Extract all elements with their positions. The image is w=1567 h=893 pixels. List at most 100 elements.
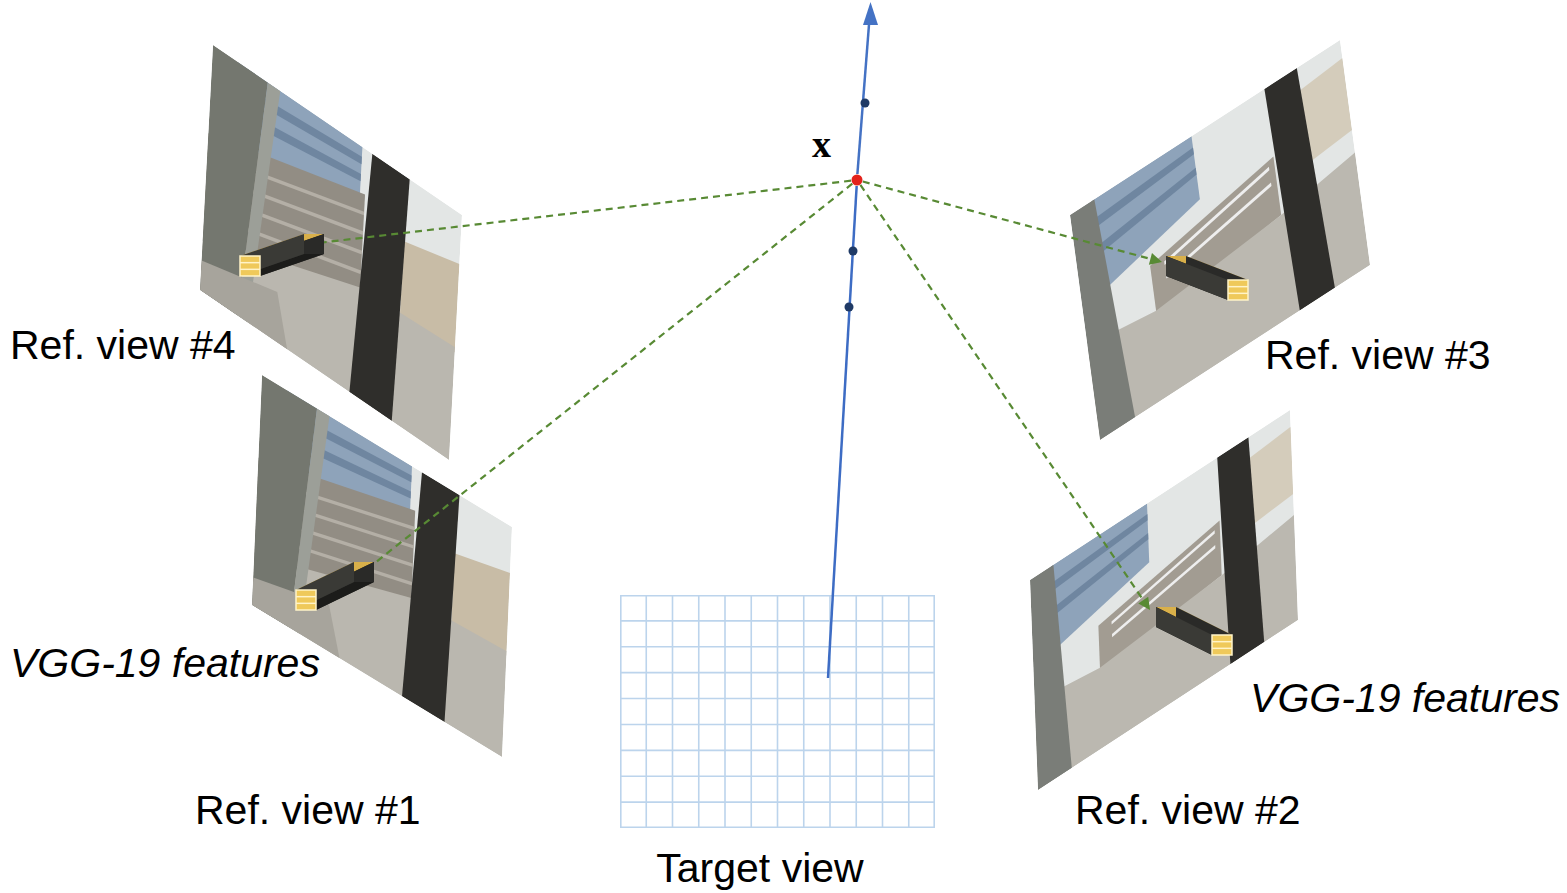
- prism-stripe: [1228, 286, 1248, 288]
- grid-line: [620, 724, 935, 726]
- grid-line: [620, 826, 935, 828]
- view-label: Target view: [656, 846, 863, 891]
- view-image: [200, 45, 462, 460]
- prism-face: [1166, 256, 1186, 276]
- prism-face: [1156, 607, 1176, 627]
- grid-line: [620, 672, 935, 674]
- grid-line: [750, 595, 752, 828]
- prism-front: [240, 256, 260, 276]
- prism-stripe: [1212, 641, 1232, 643]
- photo-region: [1070, 192, 1135, 440]
- label-anchor: VGG-19 features: [1250, 676, 1560, 721]
- point-marker: [851, 174, 863, 186]
- prism-face: [1156, 627, 1232, 655]
- grid-line: [620, 646, 935, 648]
- reference-view-image: Ref. view #1: [252, 375, 512, 757]
- reference-view-image: Ref. view #3: [1070, 40, 1370, 440]
- grid-line: [882, 595, 884, 828]
- sample-dot: [849, 247, 858, 256]
- view-label: Ref. view #3: [1265, 333, 1491, 378]
- photo-region: [1264, 63, 1335, 314]
- label-anchor: Ref. view #3: [1265, 333, 1491, 378]
- grid-line: [829, 595, 831, 828]
- prism-face: [260, 234, 324, 276]
- grid-line: [777, 595, 779, 828]
- grid-line: [620, 775, 935, 777]
- photo-region: [1034, 515, 1298, 790]
- prism-face: [240, 254, 324, 276]
- photo-region: [252, 375, 512, 757]
- prism-stripe: [240, 269, 260, 271]
- photo-region: [1249, 427, 1293, 526]
- prism-front: [296, 590, 316, 610]
- grid-line: [620, 801, 935, 803]
- label-anchor: x: [812, 124, 831, 166]
- view-label: Ref. view #4: [10, 323, 236, 368]
- grid-line: [698, 595, 700, 828]
- prism-face: [240, 234, 324, 256]
- grid-line: [620, 595, 935, 597]
- label-anchor: Ref. view #2: [1075, 788, 1301, 833]
- prism-face: [304, 234, 324, 254]
- prism-front: [1212, 635, 1232, 655]
- label-anchor: Ref. view #1: [195, 788, 421, 833]
- prism-face: [240, 234, 304, 276]
- prism-face: [1166, 256, 1228, 300]
- prism-face: [1186, 256, 1248, 300]
- photo-scene: [200, 45, 462, 460]
- feature-prism: [1156, 607, 1232, 655]
- sample-dot: [861, 99, 870, 108]
- grid-ground: [620, 595, 935, 828]
- prism-face: [1156, 607, 1232, 635]
- view-image: [1070, 40, 1370, 440]
- projection-line: [318, 181, 851, 243]
- prism-face: [1176, 607, 1232, 655]
- prism-stripe: [240, 262, 260, 264]
- feature-prism: [1166, 256, 1248, 300]
- reference-view-image: Ref. view #4: [200, 45, 462, 460]
- grid-line: [620, 620, 935, 622]
- prism-face: [316, 562, 374, 610]
- projection-line: [366, 184, 852, 570]
- prism-stripe: [1212, 648, 1232, 650]
- point-label: x: [812, 124, 831, 166]
- feature-prism: [240, 234, 324, 276]
- feature-label: VGG-19 features: [1250, 676, 1560, 721]
- prism-face: [354, 562, 374, 582]
- grid-line: [803, 595, 805, 828]
- photo-region: [1051, 514, 1148, 592]
- grid-line: [620, 750, 935, 752]
- grid-line: [645, 595, 647, 828]
- grid-line: [620, 595, 622, 828]
- photo-scene: [1030, 410, 1298, 790]
- photo-region: [402, 466, 460, 725]
- projection-line: [863, 182, 1162, 262]
- projection-line: [828, 186, 857, 678]
- prism-face: [1166, 276, 1248, 300]
- photo-scene: [252, 375, 512, 757]
- photo-region: [1070, 40, 1370, 440]
- prism-stripe: [296, 596, 316, 598]
- view-image: [1030, 410, 1298, 790]
- grid-line: [620, 698, 935, 700]
- photo-scene: [1070, 40, 1370, 440]
- grid-line: [855, 595, 857, 828]
- photo-region: [1030, 410, 1298, 790]
- projection-line: [860, 185, 1150, 610]
- grid-line: [933, 595, 935, 828]
- label-anchor: VGG-19 features: [10, 641, 320, 686]
- prism-face: [296, 562, 354, 610]
- label-anchor: Target view: [656, 846, 863, 891]
- view-image: [252, 375, 512, 757]
- grid-line: [724, 595, 726, 828]
- pixel-grid: [620, 595, 935, 828]
- prism-stripe: [1228, 293, 1248, 295]
- photo-region: [349, 147, 409, 424]
- view-label: Ref. view #2: [1075, 788, 1301, 833]
- photo-region: [200, 45, 462, 460]
- prism-stripe: [296, 603, 316, 605]
